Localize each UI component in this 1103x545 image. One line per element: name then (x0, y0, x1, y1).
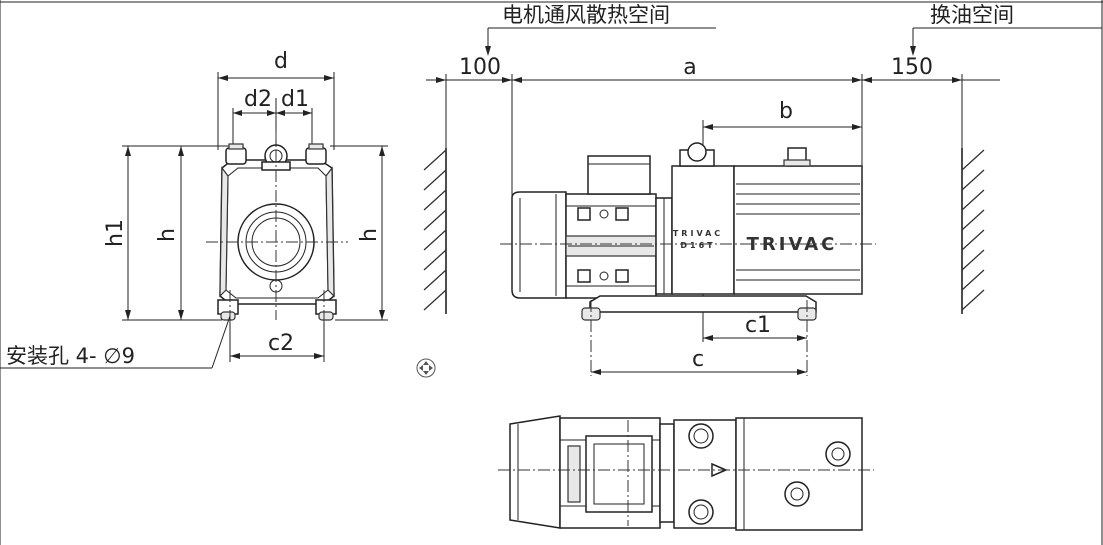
left-wall (423, 148, 447, 314)
side-view: 100 a 150 电机通风散热空间 换油空间 b (423, 3, 1102, 376)
top-view (498, 415, 874, 531)
dim-a-label: a (683, 55, 696, 80)
dim-c1-label: c1 (745, 313, 771, 338)
dim-h-right-label: h (357, 228, 382, 242)
dim-d2-label: d2 (244, 87, 272, 112)
right-wall (961, 148, 985, 314)
clearance-left-label: 100 (459, 55, 501, 80)
move-handle-icon[interactable] (416, 358, 436, 378)
model-tag-line2: D16T (680, 241, 715, 250)
dim-d1-label: d1 (281, 87, 309, 112)
dim-b-label: b (779, 99, 793, 124)
model-tag-line1: TRIVAC (673, 229, 723, 238)
clearance-right-label: 150 (891, 55, 933, 80)
front-view: d d2 d1 h1 h h (0, 49, 388, 369)
dim-c2-label: c2 (268, 331, 294, 356)
oil-change-space-label: 换油空间 (930, 3, 1014, 27)
dim-d-label: d (274, 49, 288, 74)
dim-c-label: c (692, 347, 704, 372)
mounting-holes-label: 安装孔 4- ∅9 (6, 344, 135, 368)
dim-h-left-label: h (155, 228, 180, 242)
dim-h1-label: h1 (103, 219, 128, 247)
cooling-space-label: 电机通风散热空间 (502, 3, 670, 27)
